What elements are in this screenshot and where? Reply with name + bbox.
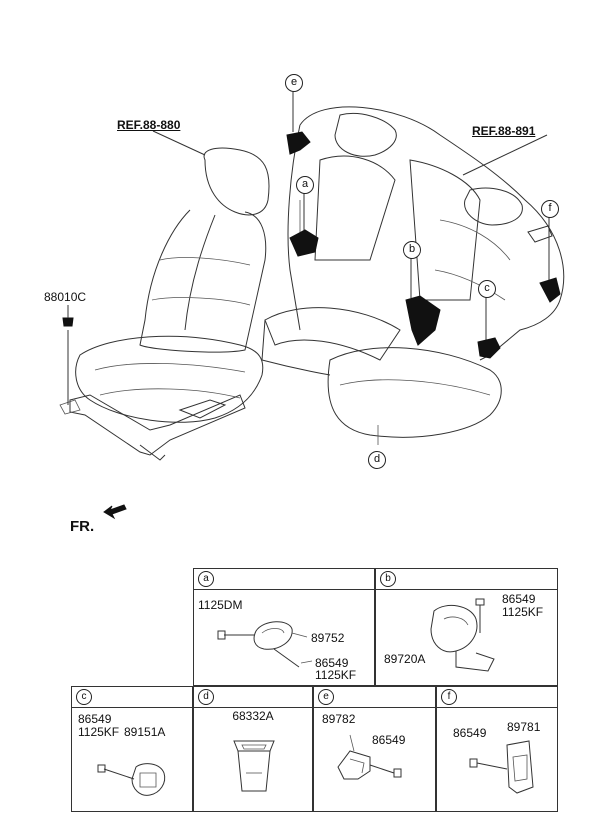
detail-f-part-2: 89781	[507, 720, 541, 734]
detail-c-part-3: 89151A	[124, 725, 166, 739]
detail-f-part-1: 86549	[453, 726, 487, 740]
callout-a: a	[296, 176, 314, 194]
front-seat-drawing	[59, 147, 270, 461]
part-e-black	[286, 131, 311, 155]
callout-c: c	[478, 280, 496, 298]
detail-a-letter: a	[198, 571, 214, 587]
detail-b-drawing	[430, 598, 495, 672]
detail-e-drawing	[337, 734, 402, 780]
detail-d-part-1: 68332A	[232, 709, 274, 723]
detail-d-drawing	[233, 740, 275, 792]
fr-label: FR.	[70, 518, 95, 535]
fr-arrow-icon	[103, 504, 127, 520]
callout-f: f	[541, 200, 559, 218]
detail-b-part-3: 89720A	[384, 652, 426, 666]
detail-cell-c: c 86549 1125KF 89151A	[71, 686, 193, 812]
detail-cell-a: a 1125DM 89752 86549 1125KF	[193, 568, 375, 686]
detail-e-part-2: 86549	[372, 733, 406, 747]
detail-d-header: d	[194, 687, 312, 708]
detail-a-part-2: 89752	[311, 631, 345, 645]
detail-cell-f: f 86549 89781	[436, 686, 558, 812]
detail-a-part-1: 1125DM	[198, 598, 243, 612]
detail-b-header: b	[376, 569, 557, 590]
seat-illustration	[59, 92, 565, 520]
detail-e-header: e	[314, 687, 435, 708]
detail-a-part-4: 1125KF	[315, 668, 357, 682]
detail-cell-d: d 68332A	[193, 686, 313, 812]
detail-b-part-1: 86549	[502, 592, 536, 606]
front-bolt-label: 88010C	[44, 290, 87, 304]
detail-c-header: c	[72, 687, 192, 708]
ref-rear-seat: REF.88-891	[472, 124, 536, 138]
detail-f-drawing	[469, 740, 534, 794]
part-c-black	[477, 337, 501, 359]
detail-cell-e: e 89782 86549	[313, 686, 436, 812]
detail-d-letter: d	[198, 689, 214, 705]
detail-a-part-3: 86549	[315, 656, 349, 670]
detail-a-header: a	[194, 569, 374, 590]
detail-c-drawing	[97, 763, 166, 796]
detail-b-part-2: 1125KF	[502, 605, 544, 619]
rear-seat-drawing	[261, 106, 565, 445]
detail-b-letter: b	[380, 571, 396, 587]
detail-f-header: f	[437, 687, 557, 708]
ref-front-seat: REF.88-880	[117, 118, 181, 132]
callout-b: b	[403, 241, 421, 259]
detail-e-letter: e	[318, 689, 334, 705]
part-b-black	[405, 295, 441, 346]
detail-f-letter: f	[441, 689, 457, 705]
callout-e: e	[285, 74, 303, 92]
callout-d: d	[368, 451, 386, 469]
part-f-black	[539, 277, 561, 303]
detail-a-drawing	[217, 621, 313, 668]
detail-c-part-1: 86549	[78, 712, 112, 726]
detail-c-part-2: 1125KF	[78, 725, 120, 739]
detail-c-letter: c	[76, 689, 92, 705]
detail-cell-b: b 86549 1125KF 89720A	[375, 568, 558, 686]
detail-e-part-1: 89782	[322, 712, 356, 726]
part-a-black	[289, 229, 319, 257]
